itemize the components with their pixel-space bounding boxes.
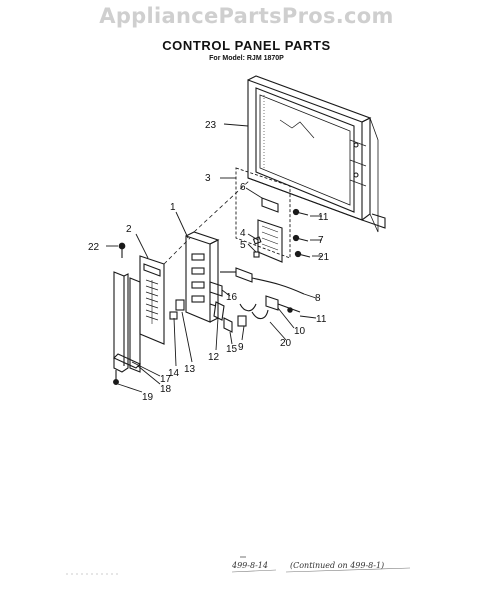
latch-18: [113, 353, 141, 369]
panel-frame-23: [247, 75, 386, 233]
callout-11-bottom: 11: [316, 314, 327, 325]
connector-8: [220, 267, 305, 295]
touch-panel-2: [139, 255, 165, 345]
harness-9-20: [237, 303, 269, 327]
callout-10: 10: [294, 326, 306, 337]
screw-7: [292, 234, 309, 242]
callout-18: 18: [160, 384, 172, 395]
touchpad-group-3: [235, 167, 291, 263]
switch-10: [265, 295, 301, 313]
callout-23: 23: [205, 120, 217, 131]
callout-8: 8: [315, 293, 321, 304]
switch-16: [209, 281, 223, 297]
screw-21: [294, 250, 311, 258]
callout-11-top: 11: [318, 212, 329, 223]
callout-3: 3: [205, 173, 211, 184]
footer-ref-left: 499-8-14: [231, 561, 268, 570]
screw-11-top: [292, 208, 309, 216]
screw-22: [118, 242, 126, 258]
leader-lines: [106, 123, 322, 393]
callout-20: 20: [280, 338, 292, 349]
channel-17: [113, 271, 141, 373]
callout-13: 13: [184, 364, 196, 375]
model-line: For Model: RJM 1870P: [209, 55, 284, 62]
callout-2: 2: [126, 224, 132, 235]
callout-14: 14: [168, 368, 180, 379]
callout-17: 17: [160, 374, 172, 385]
callout-12: 12: [208, 352, 220, 363]
screw-19: [113, 370, 119, 385]
callout-16: 16: [226, 292, 238, 303]
diagram-title: CONTROL PANEL PARTS: [162, 38, 331, 53]
callout-labels: 23 3 6 1 2 22 4 5 11 7 21 8 11 10 20 9 1…: [88, 120, 330, 403]
callout-6: 6: [240, 182, 246, 193]
part-15: [223, 317, 233, 333]
alignment-lines: [163, 179, 251, 265]
footer-continued: (Continued on 499-8-1): [290, 561, 384, 570]
watermark: AppliancePartsPros.com: [99, 4, 394, 28]
callout-9: 9: [238, 342, 244, 353]
footer-marks: [66, 556, 411, 575]
callout-7: 7: [318, 235, 324, 246]
callout-22: 22: [88, 242, 100, 253]
control-bracket-1: [185, 231, 220, 323]
part-13: [175, 299, 185, 311]
callout-5: 5: [240, 240, 246, 251]
part-12: [209, 301, 225, 321]
callout-15: 15: [226, 344, 238, 355]
callout-4: 4: [240, 228, 246, 239]
callout-19: 19: [142, 392, 154, 403]
part-14: [169, 311, 178, 320]
callout-1: 1: [170, 202, 176, 213]
callout-21: 21: [318, 252, 330, 263]
